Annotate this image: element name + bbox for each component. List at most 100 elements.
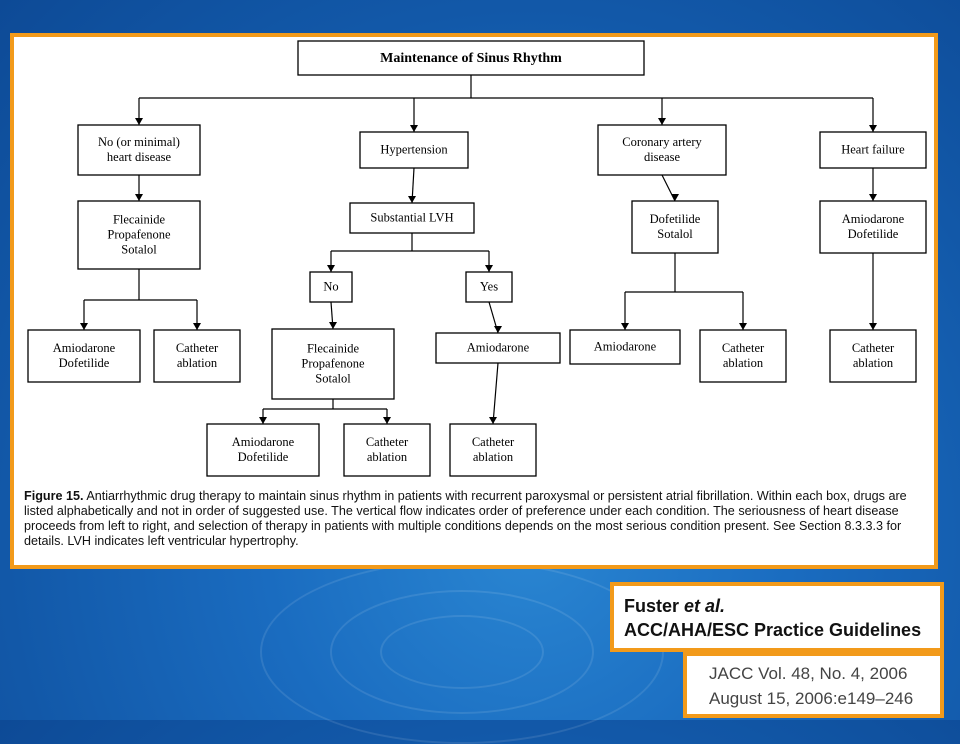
node-label: Propafenone — [107, 228, 171, 242]
node-label: Catheter — [366, 435, 409, 449]
arrowhead — [658, 118, 666, 125]
node-box — [699, 329, 787, 383]
node-label: Dofetilide — [59, 356, 110, 370]
node-label: Flecainide — [307, 342, 360, 356]
node-label: Catheter — [852, 341, 895, 355]
node-box — [819, 131, 927, 169]
node-label: Sotalol — [315, 372, 351, 386]
arrowhead — [489, 417, 497, 424]
node-label: Catheter — [472, 435, 515, 449]
node-label: Maintenance of Sinus Rhythm — [380, 51, 562, 66]
arrowhead — [869, 125, 877, 132]
node-box — [449, 423, 537, 477]
node-box — [465, 271, 513, 303]
arrowhead — [869, 323, 877, 330]
node-box — [569, 329, 681, 365]
arrowhead — [408, 196, 416, 203]
node-label: Propafenone — [301, 357, 365, 371]
node-label: ablation — [177, 356, 218, 370]
node-label: Amiodarone — [842, 212, 905, 226]
node-amiodarone-cad: Amiodarone — [569, 329, 681, 365]
arrowhead — [383, 417, 391, 424]
node-label: ablation — [367, 450, 408, 464]
node-label: Dofetilide — [238, 450, 289, 464]
node-label: ablation — [473, 450, 514, 464]
node-box — [343, 423, 431, 477]
node-box — [829, 329, 917, 383]
arrowhead — [410, 125, 418, 132]
node-box — [27, 329, 141, 383]
journal-line-2: August 15, 2006:e149–246 — [709, 689, 914, 708]
node-label: Dofetilide — [848, 227, 899, 241]
arrowhead — [621, 323, 629, 330]
node-label: Substantial LVH — [370, 211, 453, 225]
node-box — [349, 202, 475, 234]
node-label: disease — [644, 150, 681, 164]
node-label: Sotalol — [657, 227, 693, 241]
caption-text: Antiarrhythmic drug therapy to maintain … — [24, 489, 907, 548]
edges — [80, 75, 877, 425]
node-no-heart-disease: No (or minimal)heart disease — [77, 124, 201, 176]
node-label: Sotalol — [121, 243, 157, 257]
journal-line-1: JACC Vol. 48, No. 4, 2006 — [709, 664, 908, 683]
node-label: Heart failure — [841, 143, 905, 157]
arrowhead — [329, 322, 337, 329]
node-label: Dofetilide — [650, 212, 701, 226]
node-amiodarone-lvh: Amiodarone — [435, 332, 561, 364]
node-label: Catheter — [176, 341, 219, 355]
node-label: No (or minimal) — [98, 135, 180, 149]
citation-author: Fuster — [624, 596, 680, 616]
node-label: ablation — [723, 356, 764, 370]
arrowhead — [671, 194, 679, 201]
node-hypertension: Hypertension — [359, 131, 469, 169]
caption-label: Figure 15. — [24, 489, 84, 503]
node-label: Flecainide — [113, 213, 166, 227]
node-box — [77, 200, 201, 270]
citation-etal: et al. — [684, 596, 726, 616]
arrowhead — [485, 265, 493, 272]
node-box — [77, 124, 201, 176]
background-ripple — [260, 560, 664, 744]
node-label: Amiodarone — [467, 341, 530, 355]
arrowhead — [327, 265, 335, 272]
node-box — [271, 328, 395, 400]
node-label: Amiodarone — [594, 340, 657, 354]
node-label: Amiodarone — [232, 435, 295, 449]
node-box — [819, 200, 927, 254]
arrowhead — [869, 194, 877, 201]
citation-author-line: Fuster et al. — [624, 594, 930, 618]
node-title: Maintenance of Sinus Rhythm — [297, 40, 645, 76]
arrowhead — [193, 323, 201, 330]
arrowhead — [259, 417, 267, 424]
node-box — [309, 271, 353, 303]
node-box — [297, 40, 645, 76]
node-box — [206, 423, 320, 477]
node-label: Hypertension — [380, 143, 448, 157]
node-label: heart disease — [107, 150, 172, 164]
citation-box: Fuster et al. ACC/AHA/ESC Practice Guide… — [610, 582, 944, 652]
arrowhead — [739, 323, 747, 330]
edge-amiodarone-lvh-to-catheter-ablation-lvh — [492, 362, 499, 425]
node-label: Amiodarone — [53, 341, 116, 355]
node-box — [631, 200, 719, 254]
node-box — [597, 124, 727, 176]
node-label: No — [323, 280, 338, 294]
node-label: Coronary artery — [622, 135, 702, 149]
node-lvh-no: No — [309, 271, 353, 303]
node-label: ablation — [853, 356, 894, 370]
citation-guideline: ACC/AHA/ESC Practice Guidelines — [624, 620, 922, 640]
node-substantial-lvh: Substantial LVH — [349, 202, 475, 234]
flowchart: Maintenance of Sinus Rhythm No (or minima… — [27, 40, 927, 477]
